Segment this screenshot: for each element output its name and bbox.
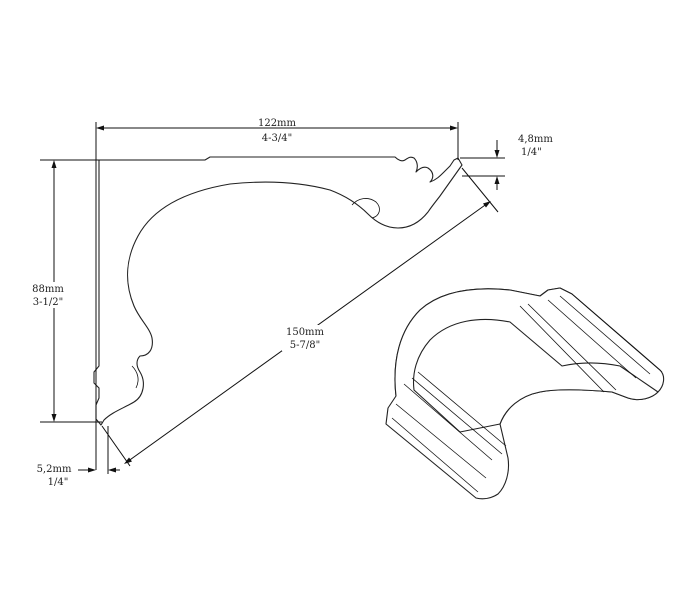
perspective-rib-6	[403, 383, 493, 461]
moulding-perspective-view	[385, 287, 665, 500]
perspective-rib-1	[527, 303, 617, 391]
perspective-inner-cove	[412, 318, 659, 433]
perspective-rib-10	[417, 371, 507, 447]
arrowhead-diagonal-upper	[483, 201, 491, 208]
perspective-rib-7	[411, 377, 503, 455]
arrowhead-height-bottom	[51, 414, 57, 422]
arrowhead-lip-down	[494, 150, 500, 158]
arrowhead-width-right	[450, 125, 458, 131]
arrowhead-height-top	[51, 160, 57, 168]
top-lip-metric-label: 4,8mm	[518, 134, 553, 145]
top-lip-imperial-label: 1/4"	[521, 147, 542, 158]
arrowhead-bottom-lip-left	[108, 467, 116, 473]
arrowhead-diagonal-lower	[124, 457, 132, 464]
bottom-lip-imperial-label: 1/4"	[48, 477, 69, 488]
profile-scroll-detail	[351, 198, 380, 219]
perspective-rib-8	[395, 403, 487, 479]
width-imperial-label: 4-3/4"	[262, 133, 292, 144]
perspective-rib-4	[571, 293, 663, 373]
profile-bead-detail	[131, 365, 139, 389]
perspective-rib-3	[559, 295, 651, 375]
arrowhead-width-left	[96, 125, 104, 131]
perspective-rib-9	[391, 417, 479, 493]
height-metric-label: 88mm	[32, 284, 64, 295]
diagonal-imperial-label: 5-7/8"	[290, 340, 320, 351]
bottom-lip-metric-label: 5,2mm	[37, 464, 72, 475]
perspective-rib-2	[547, 299, 637, 379]
extension-line-diagonal-bottom	[101, 425, 131, 467]
moulding-profile-section	[93, 156, 463, 426]
perspective-rib-5	[519, 305, 605, 393]
arrowhead-bottom-lip-right	[88, 467, 96, 473]
extension-line-diagonal-top	[461, 167, 499, 213]
arrowhead-lip-up	[494, 176, 500, 184]
height-imperial-label: 3-1/2"	[33, 297, 63, 308]
width-metric-label: 122mm	[258, 118, 297, 129]
diagonal-metric-label: 150mm	[286, 327, 325, 338]
